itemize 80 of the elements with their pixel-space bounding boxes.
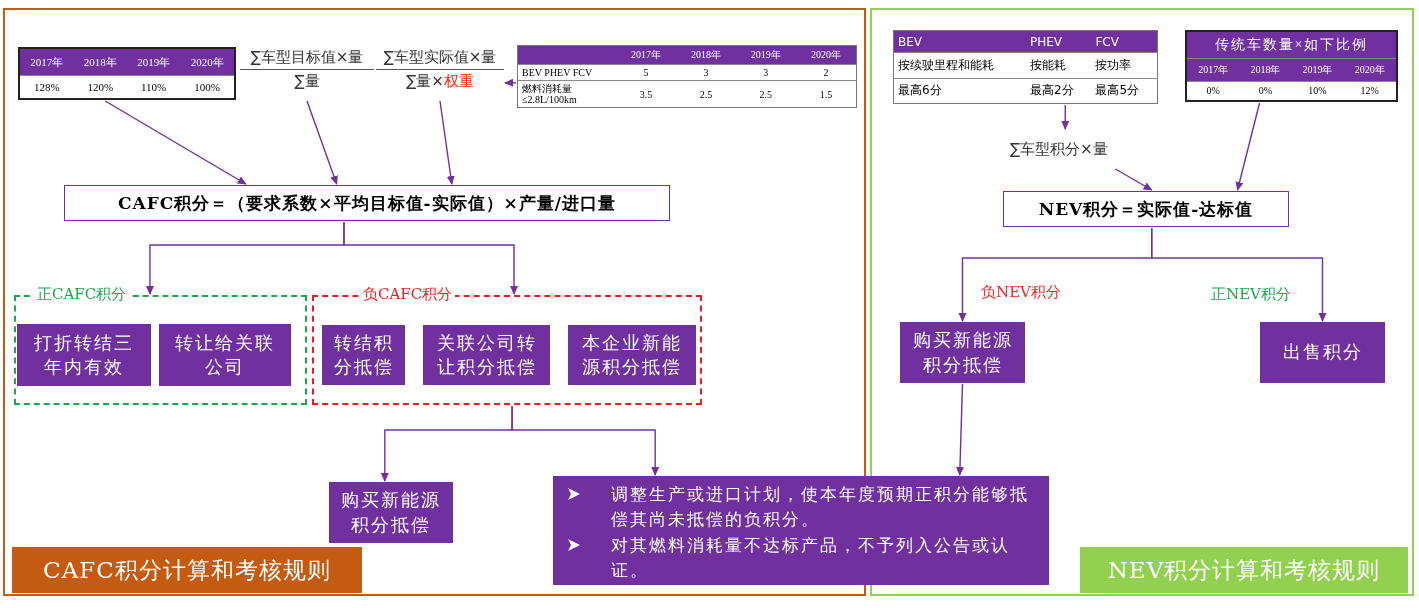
process-box: 转结积分抵偿 — [322, 325, 405, 385]
formula-denominator: ∑量× — [406, 72, 444, 90]
table-value: 2.5 — [675, 80, 736, 108]
process-box: 出售积分 — [1260, 322, 1385, 383]
arrow — [955, 383, 964, 476]
process-box: 购买新能源积分抵偿 — [900, 322, 1025, 383]
column-header: FCV — [1091, 30, 1158, 53]
table-value: 12% — [1343, 81, 1397, 101]
column-header: 2020年 — [795, 45, 857, 65]
arrow — [511, 405, 660, 476]
table-value: 2.5 — [735, 80, 796, 108]
edge-label: 负NEV积分 — [978, 283, 1064, 302]
process-box: 打折转结三年内有效 — [17, 324, 151, 386]
arrow — [306, 100, 338, 185]
table-value: BEV PHEV FCV — [517, 64, 616, 81]
table-value: 1.5 — [795, 80, 857, 108]
column-header: 2017年 — [1186, 58, 1240, 82]
table-value: 0% — [1239, 81, 1292, 101]
note-box — [553, 476, 1049, 585]
formula-text: ∑车型积分×量 — [1010, 130, 1134, 168]
table-value: 按续驶里程和能耗 — [893, 52, 1026, 78]
data-table — [1185, 30, 1398, 102]
column-header: 2020年 — [1343, 58, 1397, 82]
panel-title: NEV积分计算和考核规则 — [1080, 547, 1408, 593]
group-label: 负CAFC积分 — [360, 285, 456, 304]
table-value: 2 — [795, 64, 857, 81]
table-value: 100% — [180, 75, 235, 99]
arrow — [1061, 104, 1070, 130]
bullet-text: 对其燃料消耗量不达标产品，不予列入公告或认证。 — [611, 534, 1011, 582]
process-box: 本企业新能源积分抵偿 — [568, 325, 696, 385]
process-box: 购买新能源积分抵偿 — [329, 482, 453, 543]
column-header: 2019年 — [1291, 58, 1344, 82]
formula-numerator: ∑车型实际值×量 — [376, 48, 504, 70]
table-value: 最高2分 — [1025, 78, 1092, 104]
data-table — [893, 30, 1158, 104]
column-header: 2018年 — [675, 45, 736, 65]
table-value: 110% — [127, 75, 181, 99]
column-header: 2019年 — [735, 45, 796, 65]
arrow — [439, 100, 455, 185]
column-header: PHEV — [1025, 30, 1092, 53]
edge-label: 正NEV积分 — [1208, 285, 1294, 304]
process-box: 转让给关联公司 — [159, 324, 291, 386]
table-value: 5 — [616, 64, 676, 81]
table-value: 最高5分 — [1091, 78, 1158, 104]
table-value: 3 — [735, 64, 796, 81]
arrow — [1235, 102, 1261, 191]
formula-box: CAFC积分＝（要求系数×平均目标值-实际值）×产量/进口量 — [64, 185, 670, 221]
column-header: 2020年 — [180, 48, 235, 76]
table-value: 按能耗 — [1025, 52, 1092, 78]
table-value: 0% — [1186, 81, 1240, 101]
arrow — [104, 100, 247, 185]
table-value: 120% — [73, 75, 127, 99]
formula-denominator: ∑量 — [294, 72, 320, 90]
formula-numerator: ∑车型目标值×量 — [240, 48, 374, 70]
arrow — [1151, 227, 1327, 322]
process-box: 关联公司转让积分抵偿 — [423, 325, 550, 385]
table-value: 燃料消耗量≤2.8L/100km — [517, 80, 616, 108]
table-value: 128% — [19, 75, 74, 99]
formula-box: NEV积分＝实际值-达标值 — [1003, 191, 1289, 227]
column-header: 2019年 — [127, 48, 181, 76]
panel-title: CAFC积分计算和考核规则 — [12, 547, 362, 593]
table-value: 10% — [1291, 81, 1344, 101]
table-value: 按功率 — [1091, 52, 1158, 78]
data-table — [18, 47, 236, 100]
data-table — [517, 45, 857, 108]
column-header: 2017年 — [19, 48, 74, 76]
table-value: 3.5 — [616, 80, 676, 108]
column-header: 2018年 — [1239, 58, 1292, 82]
arrow — [1114, 168, 1153, 191]
bullet-text: 调整生产或进口计划，使本年度预期正积分能够抵偿其尚未抵偿的负积分。 — [611, 483, 1030, 531]
column-header: 2017年 — [616, 45, 676, 65]
weight-term: 权重 — [443, 72, 474, 90]
table-value: 3 — [675, 64, 736, 81]
column-header: 2018年 — [73, 48, 127, 76]
column-header: 传统车数量×如下比例 — [1186, 31, 1397, 59]
table-value: 最高6分 — [893, 78, 1026, 104]
arrow — [504, 78, 517, 87]
column-header: BEV — [893, 30, 1026, 53]
arrow — [343, 221, 518, 295]
group-label: 正CAFC积分 — [34, 285, 130, 304]
